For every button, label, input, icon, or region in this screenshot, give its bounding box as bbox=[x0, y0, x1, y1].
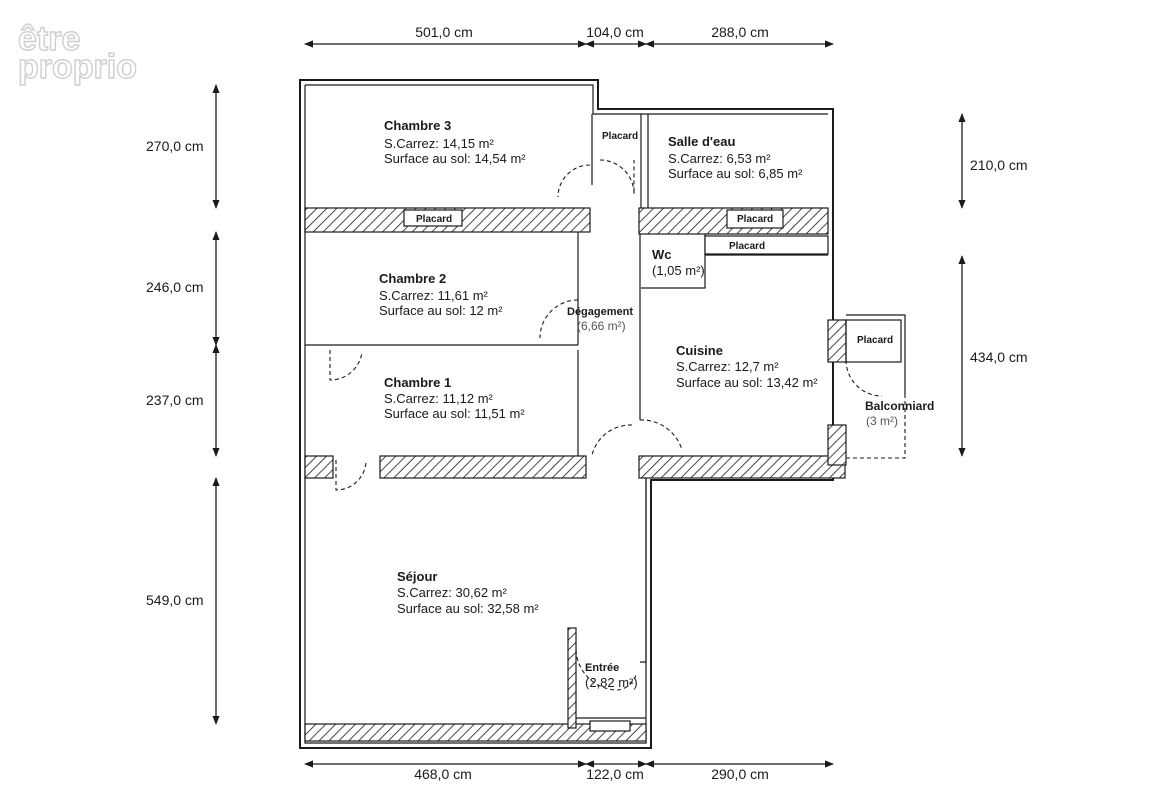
dim-left-2: 246,0 cm bbox=[146, 279, 204, 295]
dim-right-2: 434,0 cm bbox=[970, 349, 1028, 365]
room-balconniard: Balconniard (3 m²) bbox=[865, 399, 934, 428]
dim-left-1: 270,0 cm bbox=[146, 138, 204, 154]
svg-text:(3 m²): (3 m²) bbox=[866, 414, 898, 428]
placard-labels: Placard Placard Placard Placard Placard bbox=[416, 131, 893, 346]
dim-bottom-2: 122,0 cm bbox=[586, 766, 644, 782]
svg-text:Surface au sol: 6,85 m²: Surface au sol: 6,85 m² bbox=[668, 166, 803, 181]
interior-walls bbox=[305, 114, 906, 732]
dim-top-2: 104,0 cm bbox=[586, 24, 644, 40]
room-salle-eau: Salle d'eau S.Carrez: 6,53 m² Surface au… bbox=[668, 134, 803, 181]
svg-text:être: être bbox=[18, 20, 80, 58]
room-chambre-2: Chambre 2 S.Carrez: 11,61 m² Surface au … bbox=[379, 271, 503, 318]
svg-text:(1,05 m²): (1,05 m²) bbox=[652, 263, 705, 278]
dim-top-1: 501,0 cm bbox=[415, 24, 473, 40]
svg-text:Chambre 3: Chambre 3 bbox=[384, 118, 451, 133]
svg-text:S.Carrez: 14,15 m²: S.Carrez: 14,15 m² bbox=[384, 136, 494, 151]
svg-text:(6,66 m²): (6,66 m²) bbox=[577, 319, 626, 333]
placard-label: Placard bbox=[857, 335, 893, 346]
dim-left-4: 549,0 cm bbox=[146, 592, 204, 608]
svg-text:Surface au sol: 13,42 m²: Surface au sol: 13,42 m² bbox=[676, 375, 818, 390]
room-cuisine: Cuisine S.Carrez: 12,7 m² Surface au sol… bbox=[676, 343, 818, 390]
svg-text:Balconniard: Balconniard bbox=[865, 399, 934, 413]
svg-text:S.Carrez: 12,7 m²: S.Carrez: 12,7 m² bbox=[676, 359, 779, 374]
svg-text:Surface au sol: 32,58 m²: Surface au sol: 32,58 m² bbox=[397, 601, 539, 616]
svg-text:S.Carrez: 6,53 m²: S.Carrez: 6,53 m² bbox=[668, 151, 771, 166]
svg-text:Wc: Wc bbox=[652, 247, 672, 262]
dimension-arrows bbox=[212, 40, 966, 768]
dim-bottom-3: 290,0 cm bbox=[711, 766, 769, 782]
placard-label: Placard bbox=[602, 131, 638, 142]
placard-label: Placard bbox=[729, 241, 765, 252]
room-entree: Entrée (2,82 m²) bbox=[585, 662, 638, 690]
dim-left-3: 237,0 cm bbox=[146, 392, 204, 408]
svg-text:Chambre 1: Chambre 1 bbox=[384, 375, 451, 390]
svg-text:Séjour: Séjour bbox=[397, 569, 437, 584]
room-sejour: Séjour S.Carrez: 30,62 m² Surface au sol… bbox=[397, 569, 539, 616]
svg-text:S.Carrez: 11,61 m²: S.Carrez: 11,61 m² bbox=[379, 288, 489, 303]
dim-top-3: 288,0 cm bbox=[711, 24, 769, 40]
svg-text:(2,82 m²): (2,82 m²) bbox=[585, 675, 638, 690]
room-chambre-1: Chambre 1 S.Carrez: 11,12 m² Surface au … bbox=[384, 375, 525, 421]
etre-proprio-logo: être proprio bbox=[17, 19, 137, 86]
room-wc: Wc (1,05 m²) bbox=[652, 247, 705, 278]
svg-text:Surface au sol: 11,51 m²: Surface au sol: 11,51 m² bbox=[384, 406, 525, 421]
svg-text:S.Carrez: 11,12 m²: S.Carrez: 11,12 m² bbox=[384, 391, 494, 406]
dimension-labels: 501,0 cm 104,0 cm 288,0 cm 468,0 cm 122,… bbox=[146, 24, 1028, 782]
svg-text:Surface au sol: 14,54 m²: Surface au sol: 14,54 m² bbox=[384, 151, 526, 166]
svg-text:Entrée: Entrée bbox=[585, 662, 619, 674]
svg-text:Chambre 2: Chambre 2 bbox=[379, 271, 446, 286]
door-arcs bbox=[329, 159, 883, 691]
placard-label: Placard bbox=[416, 214, 452, 225]
room-chambre-3: Chambre 3 S.Carrez: 14,15 m² Surface au … bbox=[384, 118, 526, 166]
svg-text:S.Carrez: 30,62 m²: S.Carrez: 30,62 m² bbox=[397, 585, 507, 600]
dim-right-1: 210,0 cm bbox=[970, 157, 1028, 173]
dim-bottom-1: 468,0 cm bbox=[414, 766, 472, 782]
svg-text:Salle d'eau: Salle d'eau bbox=[668, 134, 735, 149]
svg-text:proprio: proprio bbox=[18, 48, 137, 86]
room-degagement: Dégagement (6,66 m²) bbox=[567, 306, 633, 333]
placard-label: Placard bbox=[737, 214, 773, 225]
svg-text:Dégagement: Dégagement bbox=[567, 306, 633, 318]
svg-text:Surface au sol: 12 m²: Surface au sol: 12 m² bbox=[379, 303, 503, 318]
svg-text:Cuisine: Cuisine bbox=[676, 343, 723, 358]
